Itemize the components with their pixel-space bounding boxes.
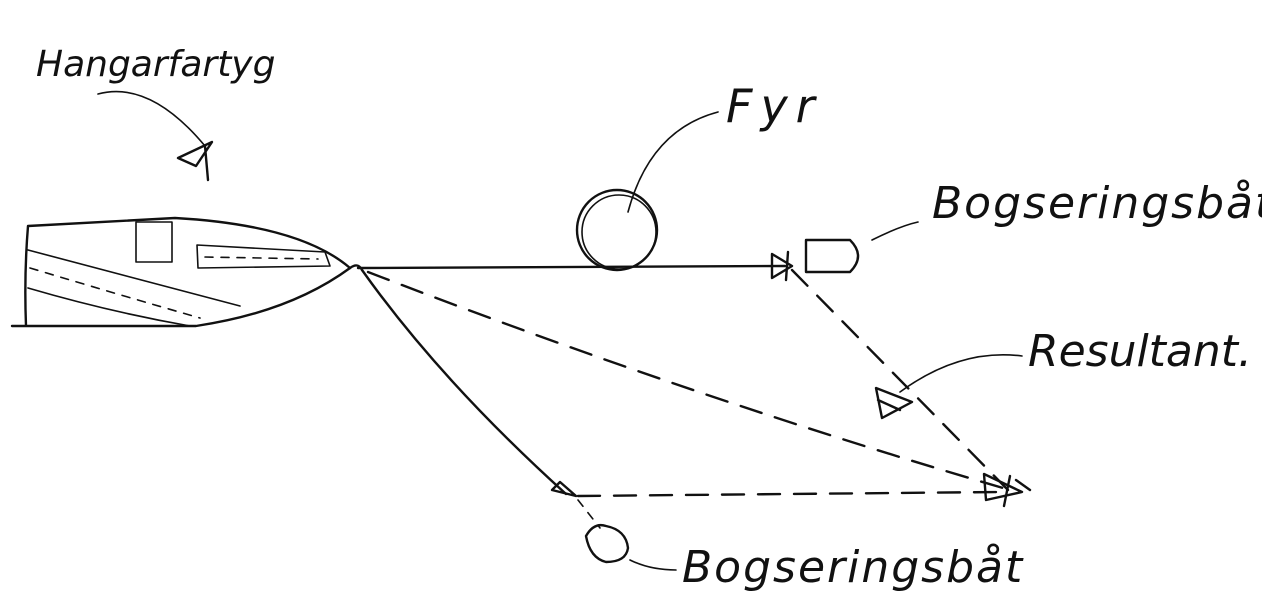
tug-bottom-arrowhead xyxy=(550,480,578,498)
tug-top-rope xyxy=(356,264,787,270)
lighthouse-circle-outline xyxy=(581,194,657,270)
resultant-pointer-arrowhead xyxy=(874,386,914,420)
carrier xyxy=(10,216,364,328)
lighthouse-pointer-line xyxy=(627,111,719,213)
tug-bottom-tow-dash xyxy=(577,499,601,529)
lighthouse xyxy=(575,188,659,272)
carrier-runway-dashes xyxy=(204,256,319,260)
lighthouse-label: Fyr xyxy=(726,79,823,133)
tug-bottom-pointer-line xyxy=(629,559,677,571)
carrier-deck-line xyxy=(27,249,241,307)
resultant-line xyxy=(366,270,1012,492)
parallelogram-bottom-dash xyxy=(576,490,1002,498)
tug-top-pointer-line xyxy=(871,221,919,241)
resultant-pointer-line xyxy=(899,353,1023,393)
lighthouse-circle xyxy=(575,188,659,272)
carrier-label: Hangarfartyg xyxy=(36,44,275,85)
tug-bottom-boat xyxy=(584,523,630,564)
resultant-arrowhead xyxy=(982,472,1032,508)
carrier-runway xyxy=(196,244,331,269)
tug-bottom-label: Bogseringsbåt xyxy=(682,542,1024,593)
resultant-label: Resultant. xyxy=(1028,326,1252,377)
tug-top-boat xyxy=(804,238,860,274)
carrier-hull xyxy=(10,216,352,328)
tug-top-arrowhead xyxy=(770,250,794,282)
carrier-deck-stripe xyxy=(29,267,201,319)
carrier-island xyxy=(135,221,173,263)
tug-bottom-rope xyxy=(360,268,568,496)
parallelogram-right-dash xyxy=(790,268,1010,492)
tug-top-label: Bogseringsbåt xyxy=(932,178,1262,229)
carrier-lower-line xyxy=(27,287,191,327)
carrier-pointer-arrowhead xyxy=(176,140,214,182)
carrier-pointer-line xyxy=(97,90,206,147)
